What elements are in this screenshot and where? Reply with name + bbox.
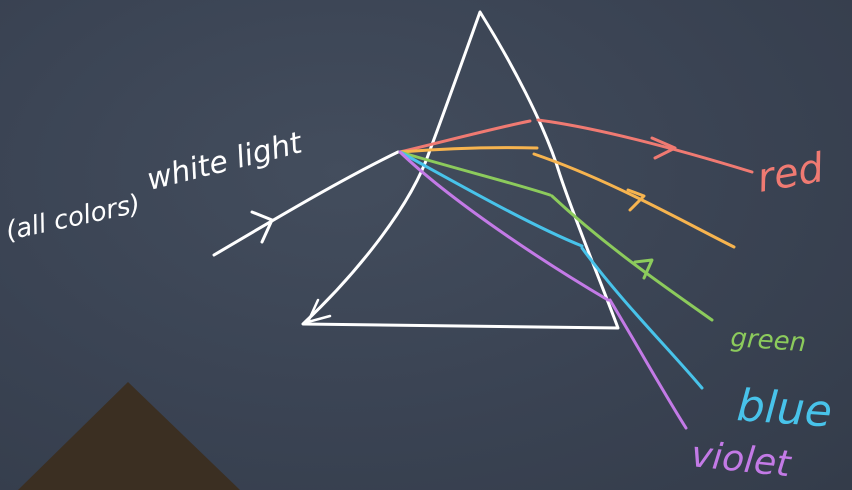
internal-green-ray (398, 150, 552, 197)
internal-blue-ray (398, 150, 584, 248)
internal-orange-ray (398, 146, 539, 154)
green-label: green (730, 323, 808, 358)
dark-corner-shape (18, 382, 240, 490)
all-colors-label: (all colors) (3, 189, 143, 247)
outgoing-blue-ray (580, 246, 704, 390)
blue-label: blue (735, 380, 833, 438)
internal-red-ray (398, 119, 532, 154)
internal-violet-ray (398, 150, 610, 302)
incoming-white-ray (212, 150, 400, 257)
outgoing-green-ray (550, 194, 714, 322)
violet-label: violet (689, 434, 794, 485)
red-arrow-icon (650, 136, 677, 160)
prism-corner-mark (305, 298, 332, 324)
green-arrow-icon (633, 258, 654, 280)
white-light-label: white light (143, 125, 306, 198)
outgoing-red-ray (536, 118, 754, 174)
prism (301, 10, 620, 330)
orange-arrow-icon (626, 188, 646, 212)
incoming-arrow-icon (250, 210, 274, 244)
outgoing-violet-ray (608, 298, 688, 430)
outgoing-orange-ray (532, 152, 736, 249)
red-label: red (754, 145, 828, 202)
